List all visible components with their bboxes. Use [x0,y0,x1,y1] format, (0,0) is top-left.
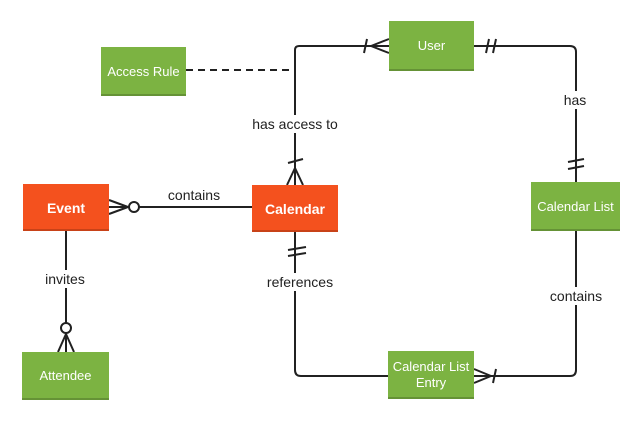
crow-foot-many-icon [57,333,75,353]
connector-references [287,232,388,377]
entity-attendee[interactable]: Attendee [22,352,109,400]
one-tick-icon [567,165,585,170]
zero-ring-icon [128,201,140,213]
connector-has [474,38,585,182]
crow-foot-many-icon [473,368,492,384]
crow-foot-many-icon [108,199,129,215]
one-tick-icon [287,158,304,164]
connector-has-access-to [286,38,390,186]
crow-foot-many-icon [286,167,304,186]
relationship-label-has[interactable]: has [559,91,591,109]
entity-calendar-list-entry[interactable]: Calendar List Entry [388,351,474,399]
one-tick-icon [492,368,497,384]
relationship-label-references[interactable]: references [262,273,338,291]
connector-contains-event-calendar [108,199,252,215]
relationship-label-contains-event[interactable]: contains [163,186,225,204]
connector-contains-list-entry [473,231,577,384]
crow-foot-many-icon [370,38,390,54]
entity-user[interactable]: User [389,21,474,71]
zero-ring-icon [60,322,72,334]
one-tick-icon [287,246,307,251]
relationship-label-has-access-to[interactable]: has access to [248,115,342,133]
one-tick-icon [492,38,497,54]
one-tick-icon [287,252,307,257]
entity-calendar[interactable]: Calendar [252,185,338,232]
entity-access-rule[interactable]: Access Rule [101,47,186,96]
relationship-label-contains-list[interactable]: contains [545,287,607,305]
entity-event[interactable]: Event [23,184,109,231]
one-tick-icon [567,158,585,163]
one-tick-icon [485,38,490,54]
one-tick-icon [363,38,368,54]
entity-calendar-list[interactable]: Calendar List [531,182,620,231]
relationship-label-invites[interactable]: invites [41,270,89,288]
connector-invites [57,231,75,353]
